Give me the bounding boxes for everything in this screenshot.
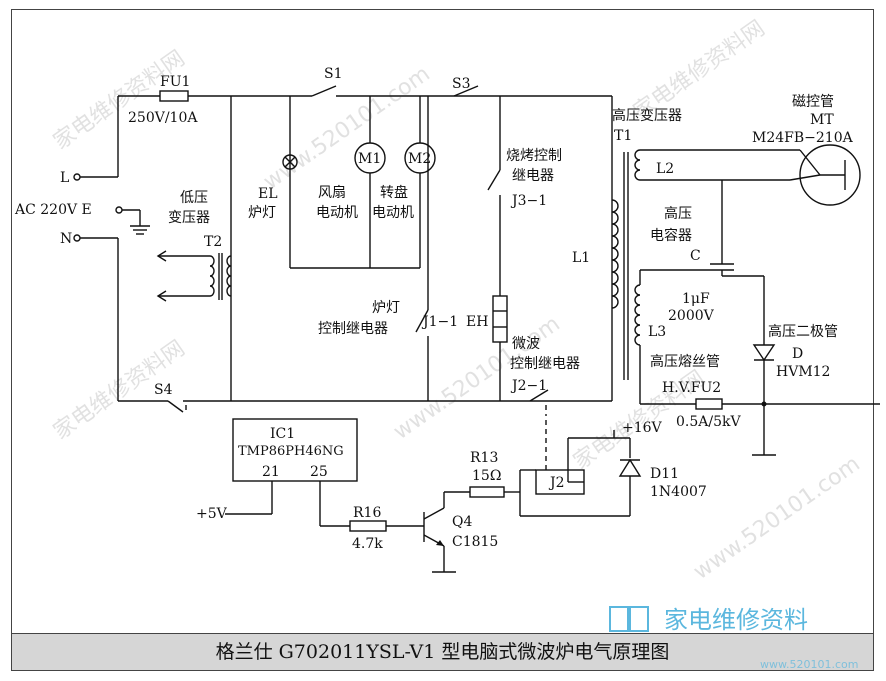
- fan-label1: 风扇: [318, 185, 346, 201]
- el-name: 炉灯: [248, 205, 276, 221]
- j2-label: J2: [548, 475, 565, 491]
- d11-model: 1N4007: [650, 484, 707, 500]
- caption-bar: [11, 633, 874, 671]
- l3-label: L3: [648, 324, 666, 340]
- j31-label: J3−1: [510, 193, 547, 209]
- t2-title2: 变压器: [168, 210, 210, 226]
- hvt-label: 高压变压器: [612, 107, 682, 124]
- m1-label: M1: [358, 151, 381, 167]
- logo-url: www.520101.com: [760, 658, 858, 671]
- cap-label2: 电容器: [650, 227, 692, 244]
- terminal-n: [73, 234, 81, 242]
- control-circuit: [225, 418, 642, 573]
- mains-input: [73, 90, 612, 413]
- turn-label1: 转盘: [380, 184, 408, 201]
- r13-label: R13: [470, 450, 498, 466]
- c-label: C: [690, 248, 701, 264]
- diagram-frame: [11, 9, 874, 671]
- ac-label: AC 220V E: [14, 202, 92, 218]
- watermark-url: www.520101.com: [689, 451, 865, 584]
- r13-value: 15Ω: [472, 468, 501, 484]
- ic1-chip: [232, 418, 358, 482]
- hvfu2-rating: 0.5A/5kV: [676, 414, 741, 430]
- mw-label2: 控制继电器: [510, 356, 580, 372]
- fan-label2: 电动机: [316, 205, 358, 221]
- el-label: EL: [258, 186, 278, 202]
- lamp-motor-branch: [282, 85, 612, 401]
- l-label: L: [60, 170, 69, 186]
- hv-fuse-icon: [695, 398, 723, 410]
- s4-label: S4: [154, 382, 173, 398]
- d-model: HVM12: [776, 364, 830, 380]
- m2-label: M2: [408, 151, 431, 167]
- hvfu2-label: H.V.FU2: [662, 380, 721, 396]
- pin25-label: 25: [310, 464, 328, 480]
- transformer-t2: [156, 96, 232, 401]
- terminal-l: [73, 173, 81, 181]
- eh-label: EH: [466, 314, 488, 330]
- transformer-t1: [611, 149, 800, 405]
- turn-label2: 电动机: [372, 205, 414, 221]
- s1-label: S1: [324, 66, 343, 82]
- grill-label1: 烧烤控制: [506, 148, 562, 164]
- r16-value: 4.7k: [352, 536, 383, 552]
- s3-label: S3: [452, 76, 471, 92]
- watermark-url: www.520101.com: [259, 61, 435, 194]
- lamp-relay-label2: 控制继电器: [318, 321, 388, 337]
- heater-branch: [453, 85, 613, 470]
- magnetron-label: 磁控管: [792, 94, 834, 110]
- l1-label: L1: [572, 250, 590, 266]
- j11-label: J1−1: [421, 314, 458, 330]
- j21-label: J2−1: [510, 378, 547, 394]
- d11-label: D11: [650, 466, 679, 482]
- ic1-label: IC1: [270, 426, 295, 442]
- c-value2: 2000V: [668, 308, 715, 324]
- ic1-model: TMP86PH46NG: [238, 444, 344, 459]
- cap-label1: 高压: [664, 205, 692, 222]
- labels: FU1 250V/10A L AC 220V E N 低压 变压器 T2 EL …: [14, 66, 854, 552]
- lamp-relay-label1: 炉灯: [372, 300, 400, 316]
- t2-title1: 低压: [180, 190, 208, 206]
- n-label: N: [60, 231, 72, 247]
- terminal-e: [115, 206, 123, 214]
- r16-label: R16: [353, 505, 381, 521]
- hv-section: [695, 144, 880, 456]
- t1-label: T1: [614, 128, 632, 144]
- d-label: D: [792, 346, 803, 362]
- fu1-rating: 250V/10A: [128, 110, 198, 126]
- r16-resistor: [349, 520, 387, 532]
- fu1-label: FU1: [160, 74, 190, 90]
- fuse-title: 高压熔丝管: [650, 353, 720, 370]
- q4-model: C1815: [452, 534, 498, 550]
- site-logo: 家电维修资料 www.520101.com: [609, 606, 858, 671]
- mt-label: MT: [810, 112, 834, 128]
- logo-text: 家电维修资料: [664, 606, 808, 634]
- lamp-icon: [282, 154, 298, 170]
- q4-label: Q4: [452, 514, 472, 530]
- c-value1: 1μF: [682, 291, 710, 307]
- magnetron-model: M24FB−210A: [752, 130, 854, 146]
- plus16v-label: +16V: [622, 420, 663, 436]
- mw-label1: 微波: [512, 336, 540, 352]
- t2-label: T2: [204, 234, 222, 250]
- grill-label2: 继电器: [512, 168, 554, 184]
- heater-eh-icon: [492, 295, 508, 343]
- magnetron-icon: [799, 144, 861, 206]
- l2-label: L2: [656, 161, 674, 177]
- diode-title: 高压二极管: [768, 323, 838, 340]
- diagram-caption: 格兰仕 G702011YSL-V1 型电脑式微波炉电气原理图: [215, 641, 670, 663]
- pin21-label: 21: [262, 464, 280, 480]
- plus5v-label: +5V: [196, 506, 228, 522]
- r13-resistor: [469, 486, 505, 498]
